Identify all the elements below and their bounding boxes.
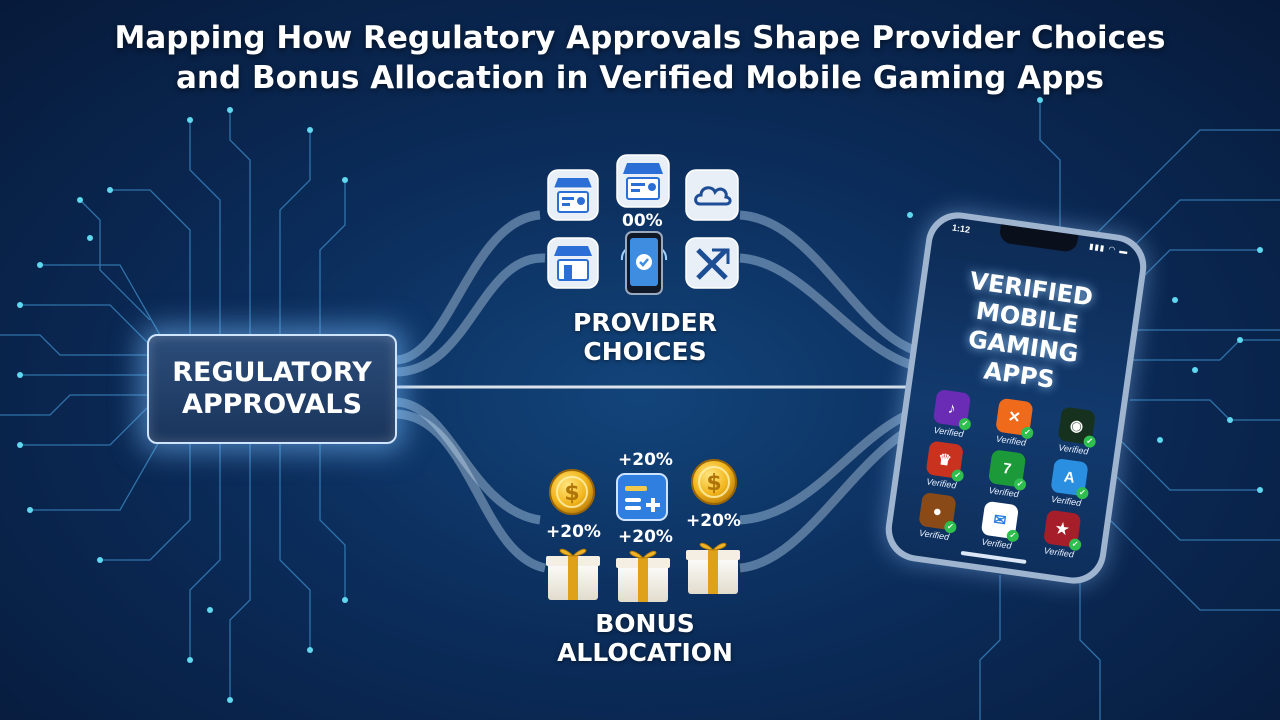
- regulatory-approvals-node: REGULATORY APPROVALS: [147, 334, 397, 444]
- verified-check-icon: ✓: [1020, 426, 1035, 440]
- app-glyph: ✕: [1006, 408, 1022, 427]
- app-icon[interactable]: ◉✓: [1057, 406, 1097, 449]
- flow-beams: [394, 210, 940, 573]
- page-title-line-2: and Bonus Allocation in Verified Mobile …: [175, 60, 1104, 96]
- bonus-percent-top: +20%: [618, 450, 673, 470]
- app-tile[interactable]: ●✓ Verified: [905, 490, 969, 544]
- app-glyph: ✉: [992, 511, 1008, 530]
- beam-lower-2: [394, 409, 547, 573]
- status-bar-signal-icons: ▮▮▮ ◠ ▬: [1088, 241, 1130, 257]
- bonus-percent-left: +20%: [546, 522, 601, 542]
- app-icon[interactable]: ♪✓: [932, 388, 972, 431]
- verified-check-icon: ✓: [1013, 477, 1027, 492]
- app-tile[interactable]: A✓ Verified: [1037, 456, 1101, 510]
- smartphone-icon: [620, 231, 668, 295]
- phone-screen: 1:12 ▮▮▮ ◠ ▬ VERIFIED MOBILE GAMING APPS…: [888, 215, 1144, 581]
- beam-upper-3: [739, 210, 936, 360]
- app-glyph: 7: [1001, 459, 1013, 478]
- provider-choices-label: PROVIDER CHOICES: [540, 308, 750, 366]
- svg-text:$: $: [564, 481, 579, 506]
- app-tile[interactable]: 7✓ Verified: [974, 448, 1038, 502]
- app-tile[interactable]: ♪✓ Verified: [919, 387, 983, 441]
- verified-check-icon: ✓: [958, 417, 972, 431]
- circuit-nodes-right: [907, 97, 1263, 493]
- circuit-lines-left: [0, 110, 346, 700]
- bonus-icons: $ $: [546, 459, 740, 602]
- verified-check-icon: ✓: [950, 468, 965, 483]
- app-glyph: ★: [1054, 519, 1071, 539]
- provider-icons: [547, 154, 739, 295]
- app-tile[interactable]: ✕✓ Verified: [982, 396, 1046, 450]
- gift-box-icon: [546, 548, 600, 600]
- storefront-icon: [547, 169, 599, 221]
- verified-check-icon: ✓: [943, 520, 958, 534]
- bonus-label-line-1: BONUS: [595, 609, 695, 638]
- bonus-percent-right: +20%: [686, 511, 741, 531]
- storefront-icon: [547, 237, 599, 289]
- provider-percent: 00%: [622, 211, 663, 231]
- app-icon[interactable]: ✕✓: [995, 397, 1035, 440]
- verified-check-icon: ✓: [1068, 537, 1082, 552]
- app-tile[interactable]: ✉✓ Verified: [967, 499, 1031, 553]
- app-glyph: ●: [931, 502, 944, 521]
- cloud-icon: [685, 169, 739, 221]
- provider-label-line-1: PROVIDER: [573, 308, 717, 337]
- storefront-icon: [616, 154, 670, 208]
- app-icon[interactable]: ✉✓: [980, 500, 1020, 543]
- app-glyph: ♪: [947, 399, 957, 418]
- app-icon[interactable]: ♛✓: [925, 440, 965, 483]
- page-title-line-1: Mapping How Regulatory Approvals Shape P…: [114, 20, 1166, 56]
- regulatory-label-line-2: APPROVALS: [181, 389, 363, 420]
- regulatory-label-line-1: REGULATORY: [172, 357, 372, 388]
- app-icon[interactable]: ●✓: [918, 491, 958, 534]
- verified-check-icon: ✓: [1082, 434, 1097, 449]
- app-icon[interactable]: ★✓: [1043, 509, 1082, 552]
- phone-notch: [998, 224, 1079, 253]
- beam-upper-2: [394, 253, 546, 377]
- app-tile[interactable]: ◉✓ Verified: [1044, 405, 1108, 459]
- verified-check-icon: ✓: [1006, 529, 1020, 543]
- app-grid: ♪✓ Verified ✕✓ Verified ◉✓ Verified ♛✓ V…: [905, 387, 1108, 561]
- status-bar-time: 1:12: [951, 222, 971, 235]
- gift-box-icon: [616, 550, 670, 602]
- x-logo-icon: [685, 237, 739, 289]
- app-glyph: ◉: [1068, 416, 1085, 436]
- beam-upper-4: [739, 253, 936, 375]
- bonus-percent-middle: +20%: [618, 527, 673, 547]
- gold-coin-icon: $: [691, 459, 737, 505]
- page-title: Mapping How Regulatory Approvals Shape P…: [0, 18, 1280, 98]
- app-tile[interactable]: ♛✓ Verified: [912, 439, 976, 493]
- gift-box-icon: [686, 542, 740, 594]
- app-glyph: A: [1062, 468, 1077, 487]
- bonus-card-icon: [616, 473, 668, 521]
- provider-label-line-2: CHOICES: [583, 337, 707, 366]
- beam-upper-1: [394, 210, 541, 365]
- verified-check-icon: ✓: [1075, 486, 1090, 500]
- circuit-nodes-left: [17, 107, 348, 703]
- phone-title: VERIFIED MOBILE GAMING APPS: [913, 261, 1137, 405]
- home-indicator: [960, 550, 1027, 565]
- gold-coin-icon: $: [549, 469, 595, 515]
- app-tile[interactable]: ★✓ Verified: [1030, 508, 1094, 562]
- bonus-allocation-label: BONUS ALLOCATION: [530, 609, 760, 667]
- circuit-lines-right: [979, 100, 1280, 720]
- app-icon[interactable]: 7✓: [987, 449, 1027, 492]
- app-glyph: ♛: [936, 450, 953, 470]
- svg-text:$: $: [706, 471, 721, 496]
- bonus-label-line-2: ALLOCATION: [557, 638, 733, 667]
- app-icon[interactable]: A✓: [1050, 458, 1090, 500]
